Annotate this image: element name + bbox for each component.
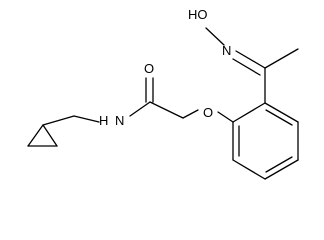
bond-ring-ch2 (42, 115, 75, 126)
bond-carbonyl-ch2 (149, 101, 184, 119)
bond-ether-o-ring (217, 111, 234, 123)
atom-label-oxime-n: N (222, 43, 231, 58)
bond-cn-2 (232, 58, 261, 76)
bond-ring-3 (42, 124, 58, 147)
bond-benz-2 (264, 102, 299, 123)
bond-ch2-ether-o (182, 109, 199, 119)
bond-benz-1 (232, 102, 266, 123)
bond-benz-inner-1 (265, 109, 293, 126)
bond-oxime-c-methyl (264, 48, 299, 69)
bond-ring-2 (27, 124, 44, 147)
atom-label-ether-o: O (203, 105, 213, 120)
carbonyl-double-bond (145, 77, 154, 103)
bond-nh-carbonyl (129, 101, 151, 117)
bond-n-o (205, 27, 225, 46)
benzene-ring (232, 102, 299, 180)
bond-benz-inner-2 (265, 156, 293, 173)
bond-cn-1 (235, 50, 266, 69)
oxime-double-bond (232, 50, 266, 76)
bond-benz-4 (264, 159, 299, 180)
atom-label-amide-n: N (115, 113, 124, 128)
bond-ch2-nh (73, 115, 100, 123)
chemical-structure: HO N O O N H (27, 7, 299, 180)
atom-label-amide-h: H (99, 113, 108, 128)
bond-benz-5 (232, 159, 266, 180)
cyclopropyl-ring (27, 124, 58, 147)
atom-label-hydroxyl: HO (188, 7, 208, 22)
atom-label-carbonyl-o: O (144, 61, 154, 76)
